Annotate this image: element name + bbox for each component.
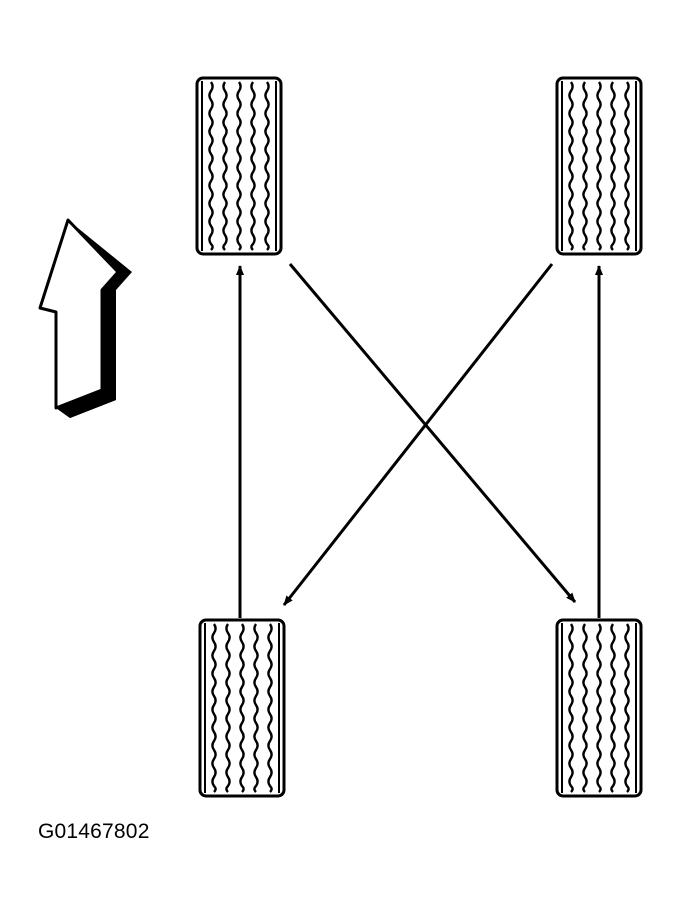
tire-tread-groove (582, 623, 588, 793)
tire-tread-groove (568, 81, 574, 251)
tire-tread-groove (624, 81, 630, 251)
tire-tread-groove (624, 623, 630, 793)
figure-id-label: G01467802 (38, 820, 150, 843)
tire-rear-right (555, 618, 643, 798)
tire-tread-groove (582, 81, 588, 251)
tire-tread-groove (250, 81, 256, 251)
tire-rear-left (198, 618, 286, 798)
tire-body (555, 618, 643, 798)
tire-tread-groove (610, 81, 616, 251)
tire-tread-groove (253, 623, 259, 793)
tire-tread-groove (222, 81, 228, 251)
tire-tread-groove (610, 623, 616, 793)
tire-tread-groove (267, 623, 273, 793)
forward-arrow-icon (38, 218, 132, 418)
tire-tread-groove (596, 81, 602, 251)
tire-tread-groove (568, 623, 574, 793)
tire-body (195, 76, 283, 256)
tire-tread-groove (596, 623, 602, 793)
tire-front-left (195, 76, 283, 256)
tire-body (198, 618, 286, 798)
tire-tread-groove (236, 81, 242, 251)
arrow-front-right-to-rear-left (282, 263, 554, 606)
tire-tread-groove (211, 623, 217, 793)
arrow-front-left-to-rear-right (288, 263, 577, 603)
tire-tread-groove (264, 81, 270, 251)
tire-front-right (555, 76, 643, 256)
tire-tread-groove (239, 623, 245, 793)
tire-tread-groove (225, 623, 231, 793)
tire-tread-groove (208, 81, 214, 251)
tire-body (555, 76, 643, 256)
